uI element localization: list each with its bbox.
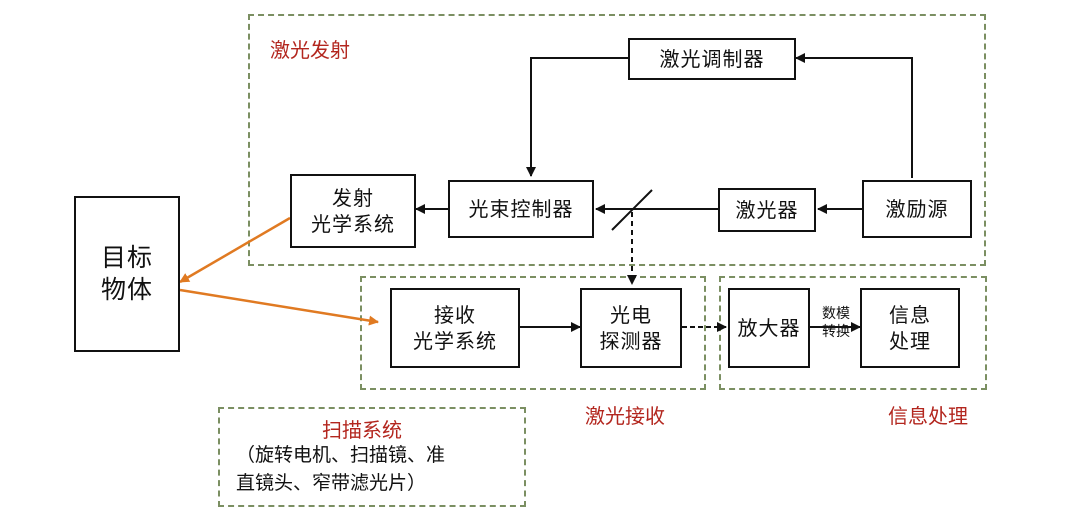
receive-optics-box: 接收 光学系统 xyxy=(390,288,520,368)
info-process-box: 信息 处理 xyxy=(860,288,960,368)
laser-modulator-box: 激光调制器 xyxy=(628,38,796,80)
laser-receive-title: 激光接收 xyxy=(585,404,665,428)
info-processing-group xyxy=(719,276,987,390)
arrow-modulator-to-beam-controller xyxy=(526,57,628,177)
laser-receive-group xyxy=(360,276,706,390)
arrow-excitation-to-modulator xyxy=(795,53,913,178)
photo-detector-box: 光电 探测器 xyxy=(580,288,682,368)
scan-system-title: 扫描系统 xyxy=(322,418,402,442)
laser-emission-group xyxy=(248,14,986,266)
beam-splitter-mark xyxy=(611,189,653,231)
beam-controller-box: 光束控制器 xyxy=(448,180,594,238)
laser-emission-title: 激光发射 xyxy=(270,38,350,62)
optical-path-emit-to-target xyxy=(179,216,291,284)
amplifier-box: 放大器 xyxy=(728,288,810,368)
target-object-box: 目标 物体 xyxy=(74,196,180,352)
excitation-source-box: 激励源 xyxy=(862,180,972,238)
scan-system-group xyxy=(218,407,526,507)
scan-system-detail: （旋转电机、扫描镜、准 直镜头、窄带滤光片） xyxy=(236,444,446,494)
info-processing-title: 信息处理 xyxy=(888,404,968,428)
optical-path-target-to-receive xyxy=(179,288,379,326)
ad-conversion-label: 数模 转换 xyxy=(822,306,850,340)
emit-optics-box: 发射 光学系统 xyxy=(290,174,416,248)
laser-box: 激光器 xyxy=(718,188,816,232)
